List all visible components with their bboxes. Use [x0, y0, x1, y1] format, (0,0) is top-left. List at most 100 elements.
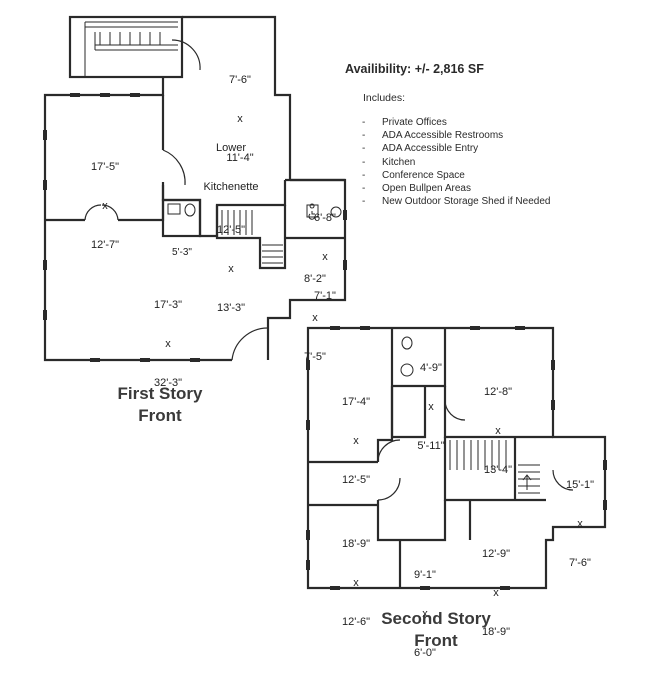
- first-story-doors: [84, 39, 269, 361]
- includes-item-text: New Outdoor Storage Shed if Needed: [382, 196, 551, 208]
- dimension-width: 17'-4": [341, 396, 371, 408]
- lower-walls: [308, 500, 447, 542]
- dimension-height: 7'-5": [304, 351, 326, 363]
- dimension-width: 15'-1": [565, 479, 595, 491]
- first-story-upper-wing: [182, 15, 292, 180]
- dimension-separator: x: [165, 338, 171, 350]
- sink-icon: [400, 363, 414, 377]
- dimension-separator: x: [353, 577, 359, 589]
- room-dimension-right-top: 12'-8" x 13'-4": [470, 360, 526, 490]
- dimension-separator: x: [422, 608, 428, 620]
- dimension-height: 13'-3": [216, 302, 246, 314]
- center-hall-wall: [443, 437, 546, 502]
- dimension-separator: x: [322, 251, 328, 263]
- toilet-icon: [184, 203, 196, 217]
- stair-door-swing: [171, 39, 201, 71]
- second-story-label: Second Story Front: [356, 608, 516, 652]
- dimension-width: 4'-9": [420, 362, 442, 374]
- dimension-height: 11'-4": [226, 152, 254, 164]
- room-dimension-bath: 4'-9" x 5'-11": [413, 336, 449, 466]
- includes-item-text: ADA Accessible Entry: [382, 143, 479, 155]
- dimension-height: 18'-9": [481, 626, 511, 638]
- fixtures: [167, 203, 414, 377]
- dimension-height: 5'-11": [417, 440, 445, 452]
- room-dimension-center-bottom: 9'-1" x 6'-0": [400, 543, 450, 673]
- right-side-door-swing: [552, 469, 574, 491]
- first-story-window-marks: [43, 93, 347, 362]
- toilet-icon: [330, 206, 342, 218]
- room-dimension-hall: 8'-2" x 7'-5": [295, 247, 335, 377]
- ada-restroom-wall: [285, 178, 345, 240]
- bullet: -: [362, 196, 366, 208]
- dimension-width: 8'-2": [304, 273, 326, 285]
- includes-item-text: Open Bullpen Areas: [382, 183, 471, 195]
- left-top-room-wall: [308, 328, 394, 464]
- accessible-icon: [306, 204, 319, 218]
- includes-item: - New Outdoor Storage Shed if Needed: [362, 195, 550, 208]
- includes-item: - Kitchen: [362, 156, 550, 169]
- left-bottom-door-swing: [377, 477, 401, 501]
- dimension-separator: x: [495, 425, 501, 437]
- front-entry-door-swing: [231, 327, 269, 361]
- bullet: -: [362, 117, 366, 128]
- includes-item: - ADA Accessible Entry: [362, 142, 550, 155]
- left-top-door-swing: [377, 439, 401, 463]
- includes-item-text: ADA Accessible Restrooms: [382, 130, 504, 142]
- sink-icon: [167, 203, 181, 215]
- first-story-stair-treads: [84, 21, 283, 264]
- double-door-swing: [84, 204, 119, 221]
- includes-item: - ADA Accessible Restrooms: [362, 129, 550, 142]
- dimension-separator: x: [493, 587, 499, 599]
- room-dimension-main-room: 17'-3" x 32'-3": [138, 273, 198, 403]
- bullet: -: [362, 156, 366, 168]
- second-story-window-marks: [306, 326, 607, 590]
- dimension-height: 7'-1": [314, 290, 336, 302]
- toilet-icon: [401, 336, 413, 350]
- center-bottom-wall: [398, 500, 472, 588]
- availability-heading: Availibility: +/- 2,816 SF: [345, 62, 484, 76]
- room-dimension-left-office: 17'-5" x 12'-7": [75, 135, 135, 265]
- bullet: -: [362, 130, 366, 142]
- small-restroom-walls: [161, 198, 202, 238]
- bullet: -: [362, 143, 366, 155]
- floor-title: First Story: [117, 384, 203, 403]
- second-story-stair-treads: [449, 440, 540, 494]
- dimension-width: 18'-9": [341, 538, 371, 550]
- room-dimension-ada-restroom: 6'-8" x 7'-1": [305, 186, 345, 316]
- includes-item: -Private Offices: [362, 116, 550, 129]
- center-stair-wall: [215, 205, 287, 270]
- bullet: -: [362, 183, 366, 195]
- room-name: Kitchenette: [203, 181, 259, 193]
- room-dimension-stair-landing: 7'-6" x 11'-4": [210, 48, 270, 178]
- dimension-width: 5'-3": [172, 247, 192, 258]
- first-story-label: First Story Front: [90, 383, 230, 427]
- dimension-width: 12'-5": [216, 224, 246, 236]
- dimension-height: 12'-7": [90, 239, 120, 251]
- includes-item: -Conference Space: [362, 169, 550, 182]
- dimension-height: 6'-0": [414, 647, 436, 659]
- room-dimension-left-bottom: 18'-9" x 12'-6": [328, 512, 384, 642]
- floor-title: Second Story: [381, 609, 491, 628]
- dimension-height: 12'-6": [341, 616, 371, 628]
- dimension-width: 7'-6": [229, 74, 251, 86]
- right-top-door-swing: [444, 399, 466, 421]
- includes-list: -Private Offices - ADA Accessible Restroo…: [362, 116, 550, 208]
- dimension-width: 12'-9": [481, 548, 511, 560]
- room-dimension-right-side: 15'-1" x 7'-6": [557, 453, 603, 583]
- dimension-height: 12'-5": [341, 474, 371, 486]
- dimension-width: 9'-1": [414, 569, 436, 581]
- kitchenette-door-swing: [162, 149, 186, 186]
- bullet: -: [362, 169, 366, 181]
- dimension-width: 6'-8": [314, 212, 336, 224]
- dimension-height: 32'-3": [153, 377, 183, 389]
- dimension-separator: x: [428, 401, 434, 413]
- includes-item-text: Kitchen: [382, 156, 416, 168]
- room-dimension-right-bottom: 12'-9" x 18'-9": [468, 522, 524, 652]
- dimension-separator: x: [353, 435, 359, 447]
- floor-subtitle: Front: [414, 631, 458, 650]
- dimension-separator: x: [102, 200, 108, 212]
- dimension-separator: x: [577, 518, 583, 530]
- dimension-width: 12'-8": [483, 386, 513, 398]
- includes-item: - Open Bullpen Areas: [362, 182, 550, 195]
